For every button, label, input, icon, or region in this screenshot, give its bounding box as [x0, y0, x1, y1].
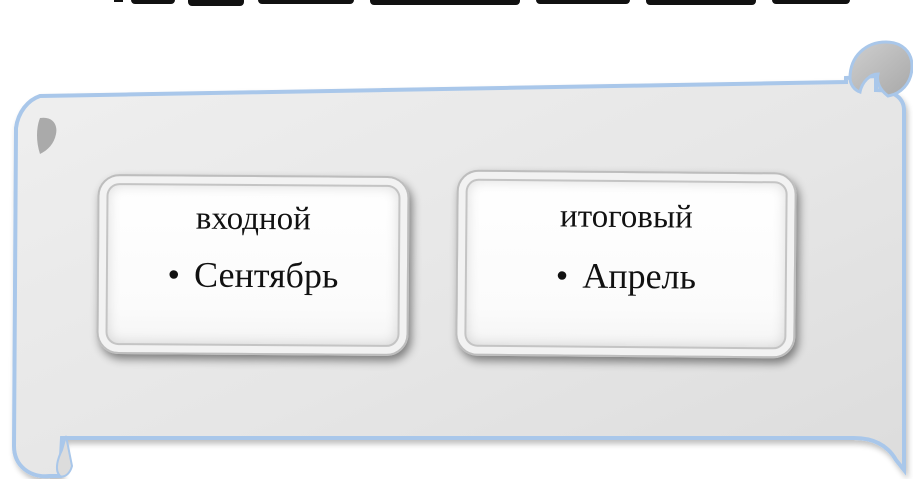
card-entry-title: входной	[195, 200, 311, 238]
card-final-item: • Апрель	[458, 255, 794, 297]
bullet-icon: •	[167, 254, 181, 295]
bottom-left-curl	[55, 435, 74, 478]
cropped-top-text	[0, 0, 913, 20]
top-right-curl	[848, 40, 913, 98]
top-left-curl	[37, 117, 57, 154]
card-entry-item: • Сентябрь	[99, 254, 407, 296]
card-final-item-text: Апрель	[582, 255, 697, 297]
card-entry-item-text: Сентябрь	[193, 254, 339, 296]
card-entry: входной • Сентябрь	[96, 173, 410, 357]
card-final: итоговый • Апрель	[455, 169, 797, 359]
bullet-icon: •	[555, 255, 569, 296]
cropped-top-text-fragments	[114, 0, 850, 6]
card-final-title: итоговый	[559, 198, 693, 236]
